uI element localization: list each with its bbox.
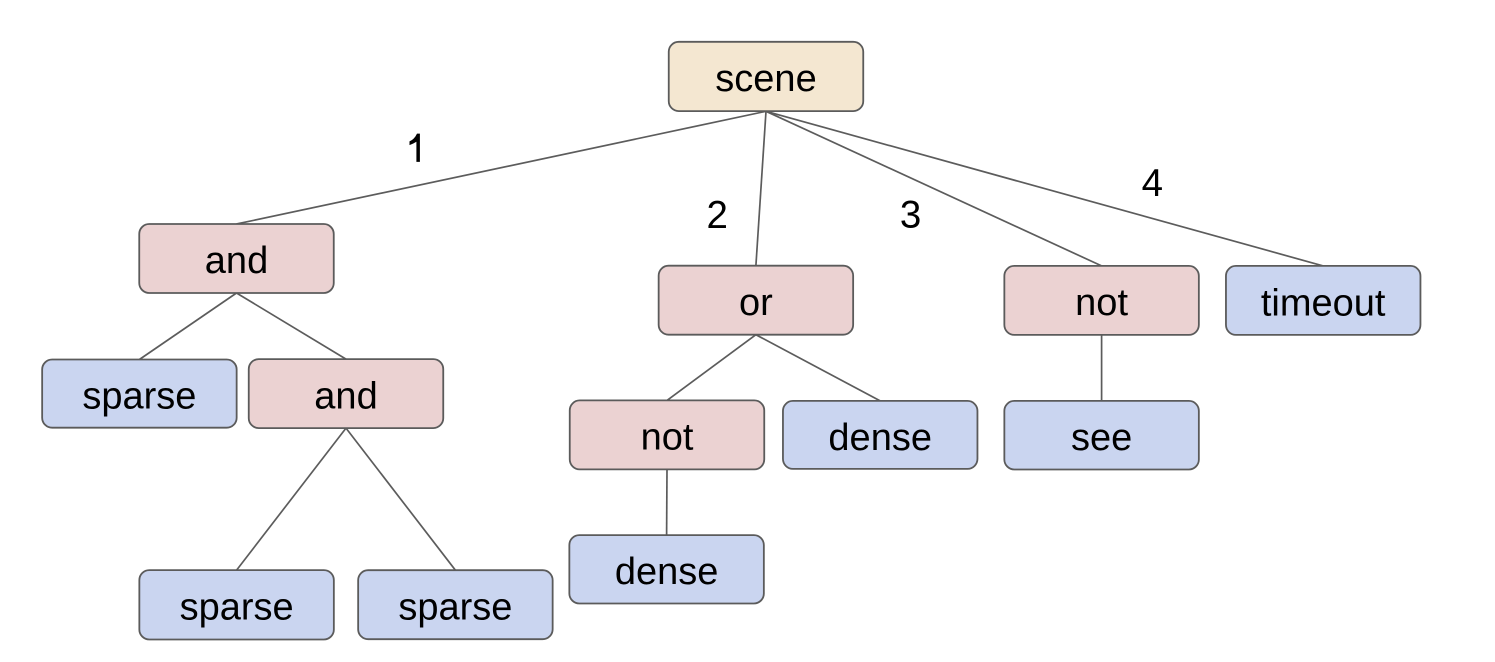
svg-text:2: 2 (706, 194, 727, 237)
svg-text:not: not (1075, 282, 1128, 324)
svg-text:sparse: sparse (82, 376, 196, 418)
svg-text:and: and (314, 375, 377, 417)
svg-text:not: not (641, 417, 694, 459)
svg-text:3: 3 (900, 194, 921, 237)
svg-text:see: see (1071, 417, 1132, 459)
svg-text:and: and (205, 240, 268, 282)
svg-text:4: 4 (1142, 162, 1163, 205)
svg-text:dense: dense (615, 551, 719, 593)
svg-text:dense: dense (828, 417, 932, 459)
svg-text:scene: scene (715, 58, 816, 100)
svg-text:or: or (739, 282, 773, 324)
svg-text:sparse: sparse (180, 587, 294, 629)
svg-text:sparse: sparse (398, 587, 512, 629)
svg-text:timeout: timeout (1261, 282, 1386, 324)
